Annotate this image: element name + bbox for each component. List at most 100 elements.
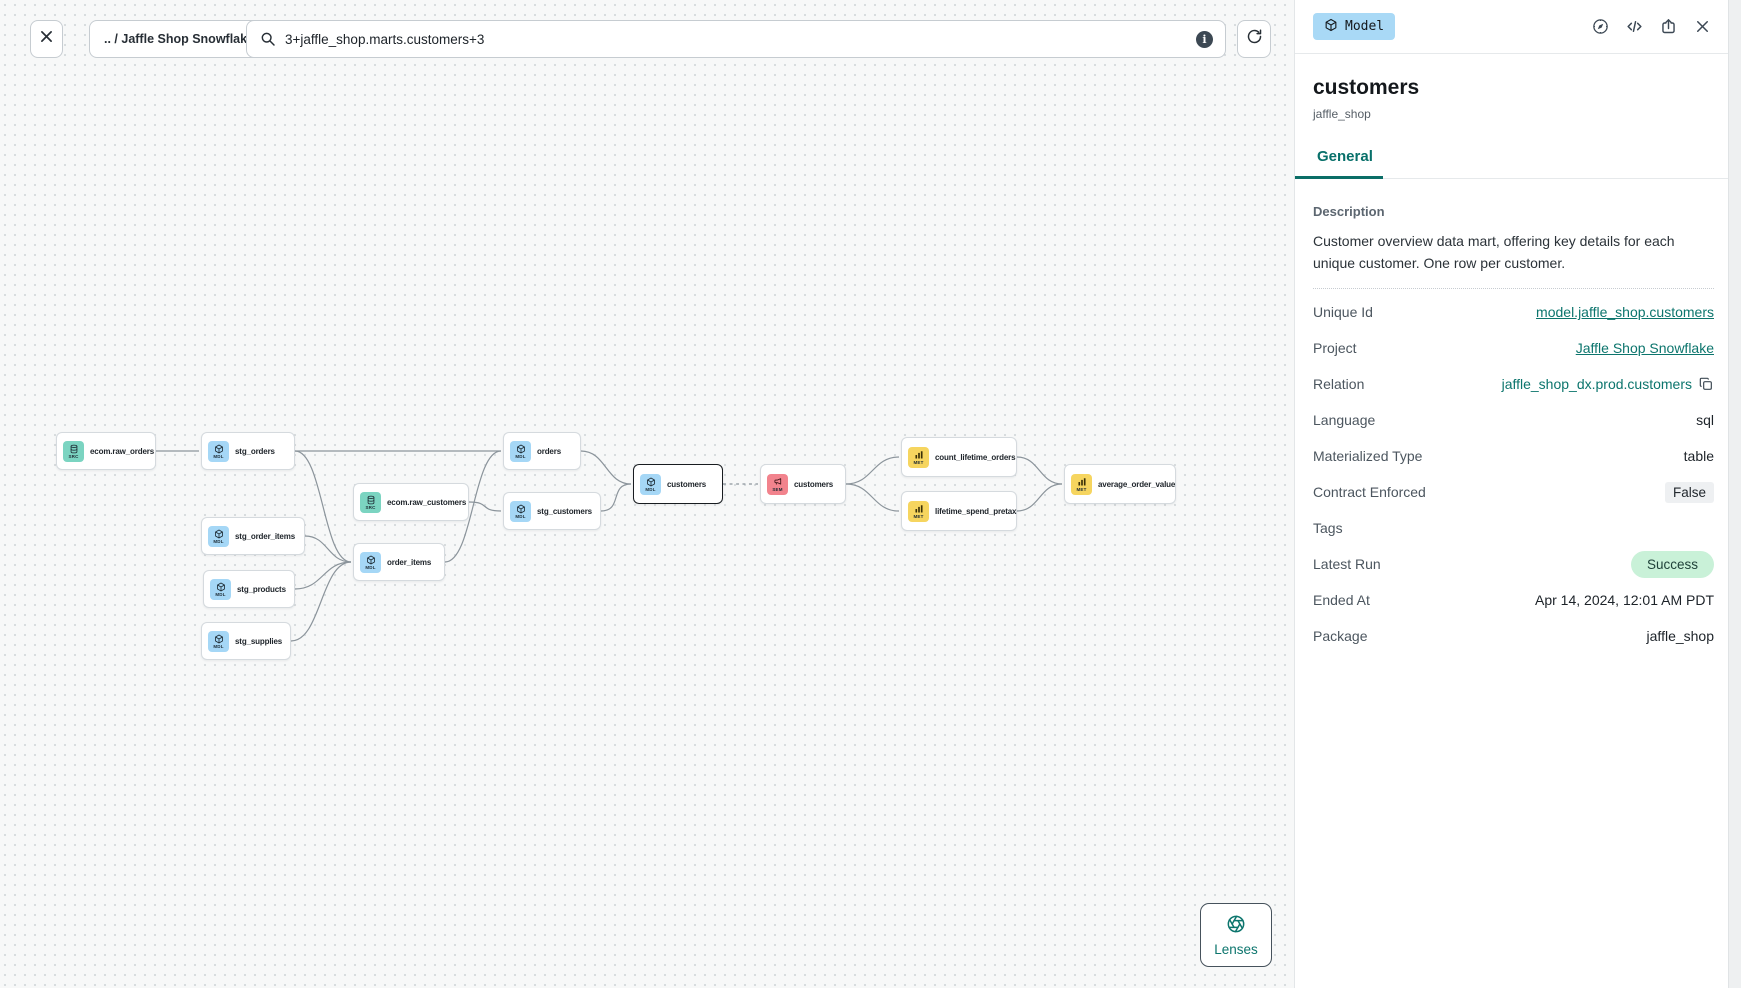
cube-icon: MDL (208, 630, 229, 652)
node-lifetime_spend_pretax[interactable]: MET lifetime_spend_pretax (901, 491, 1017, 531)
detail-row-tags: Tags (1313, 510, 1714, 546)
detail-label: Unique Id (1313, 304, 1373, 320)
bar-chart-icon: MET (908, 446, 929, 468)
model-details-panel: Model customers jaffle_shop General Desc (1294, 0, 1728, 988)
code-icon[interactable] (1625, 17, 1644, 36)
tabs-row: General (1295, 148, 1728, 179)
description-text: Customer overview data mart, offering ke… (1313, 233, 1675, 271)
close-lineage-button[interactable] (30, 20, 63, 58)
description-label: Description (1313, 204, 1385, 219)
latest-run-status-badge: Success (1630, 551, 1714, 578)
divider (1313, 288, 1714, 289)
node-label: count_lifetime_orders (935, 452, 1016, 462)
node-label: lifetime_spend_pretax (935, 506, 1017, 516)
cube-icon: MDL (510, 440, 531, 462)
detail-link[interactable]: Jaffle Shop Snowflake (1575, 340, 1714, 356)
node-stg_orders[interactable]: MDL stg_orders (201, 432, 295, 470)
bar-chart-icon: MET (908, 500, 929, 522)
explore-compass-icon[interactable] (1591, 17, 1610, 36)
detail-label: Project (1313, 340, 1357, 356)
cube-icon (1324, 18, 1338, 36)
search-icon (261, 32, 275, 46)
tab-general[interactable]: General (1295, 148, 1383, 179)
node-label: average_order_value (1098, 479, 1176, 489)
search-input[interactable] (285, 31, 1187, 47)
node-label: customers (794, 479, 834, 489)
node-stg_products[interactable]: MDL stg_products (203, 570, 295, 608)
database-icon: SRC (63, 440, 84, 462)
node-label: stg_supplies (235, 636, 283, 646)
node-ecom_raw_orders[interactable]: SRC ecom.raw_orders (56, 432, 156, 470)
node-count_lifetime_orders[interactable]: MET count_lifetime_orders (901, 437, 1017, 477)
cube-icon: MDL (208, 525, 229, 547)
node-stg_customers[interactable]: MDL stg_customers (503, 492, 601, 530)
node-average_order_value[interactable]: MET average_order_value (1064, 464, 1176, 504)
detail-value: False (1664, 482, 1714, 503)
detail-label: Materialized Type (1313, 448, 1423, 464)
detail-link[interactable]: model.jaffle_shop.customers (1536, 304, 1714, 320)
detail-value: sql (1696, 412, 1714, 428)
detail-value: jaffle_shop_dx.prod.customers (1502, 376, 1714, 392)
page-title: customers (1313, 76, 1420, 99)
panel-header: Model (1295, 0, 1728, 54)
node-ecom_raw_customers[interactable]: SRC ecom.raw_customers (353, 483, 469, 521)
close-panel-icon[interactable] (1693, 17, 1712, 36)
node-stg_order_items[interactable]: MDL stg_order_items (201, 517, 305, 555)
cube-icon: MDL (210, 578, 231, 600)
refresh-button[interactable] (1237, 20, 1271, 58)
node-label: ecom.raw_customers (387, 497, 467, 507)
node-label: stg_customers (537, 506, 592, 516)
model-badge-label: Model (1345, 19, 1385, 34)
node-stg_supplies[interactable]: MDL stg_supplies (201, 622, 291, 660)
detail-label: Relation (1313, 376, 1365, 392)
node-label: stg_order_items (235, 531, 295, 541)
node-label: stg_orders (235, 446, 275, 456)
detail-label: Package (1313, 628, 1368, 644)
breadcrumb[interactable]: .. / Jaffle Shop Snowflake (89, 20, 270, 58)
detail-row-materialized-type: Materialized Type table (1313, 438, 1714, 474)
node-label: customers (667, 479, 707, 489)
detail-value: Jaffle Shop Snowflake (1576, 340, 1714, 356)
refresh-icon (1246, 28, 1263, 50)
share-icon[interactable] (1659, 17, 1678, 36)
detail-row-ended-at: Ended At Apr 14, 2024, 12:01 AM PDT (1313, 582, 1714, 618)
megaphone-icon: SEM (767, 473, 788, 495)
detail-value: Success (1630, 551, 1714, 578)
copy-icon[interactable] (1698, 376, 1714, 392)
detail-label: Tags (1313, 520, 1343, 536)
bar-chart-icon: MET (1071, 473, 1092, 495)
cube-icon: MDL (510, 500, 531, 522)
detail-value: table (1683, 448, 1714, 464)
panel-scrollbar[interactable] (1728, 0, 1741, 988)
cube-icon: MDL (208, 440, 229, 462)
detail-row-project: Project Jaffle Shop Snowflake (1313, 330, 1714, 366)
node-customers_sem[interactable]: SEM customers (760, 464, 846, 504)
detail-row-relation: Relation jaffle_shop_dx.prod.customers (1313, 366, 1714, 402)
breadcrumb-label: .. / Jaffle Shop Snowflake (104, 32, 255, 46)
detail-value: model.jaffle_shop.customers (1536, 304, 1714, 320)
lenses-button[interactable]: Lenses (1200, 903, 1272, 967)
node-label: order_items (387, 557, 432, 567)
model-type-badge: Model (1313, 13, 1396, 40)
tab-general-label: General (1317, 148, 1373, 165)
detail-row-contract-enforced: Contract Enforced False (1313, 474, 1714, 510)
info-icon[interactable]: i (1196, 30, 1213, 48)
package-subtitle: jaffle_shop (1313, 107, 1371, 121)
database-icon: SRC (360, 491, 381, 513)
node-label: stg_products (237, 584, 286, 594)
lenses-label: Lenses (1214, 941, 1258, 957)
detail-value: Apr 14, 2024, 12:01 AM PDT (1535, 592, 1714, 608)
lineage-search: i (246, 20, 1226, 58)
detail-label: Contract Enforced (1313, 484, 1426, 500)
node-label: ecom.raw_orders (90, 446, 155, 456)
detail-label: Ended At (1313, 592, 1370, 608)
edge-layer (155, 450, 1063, 642)
